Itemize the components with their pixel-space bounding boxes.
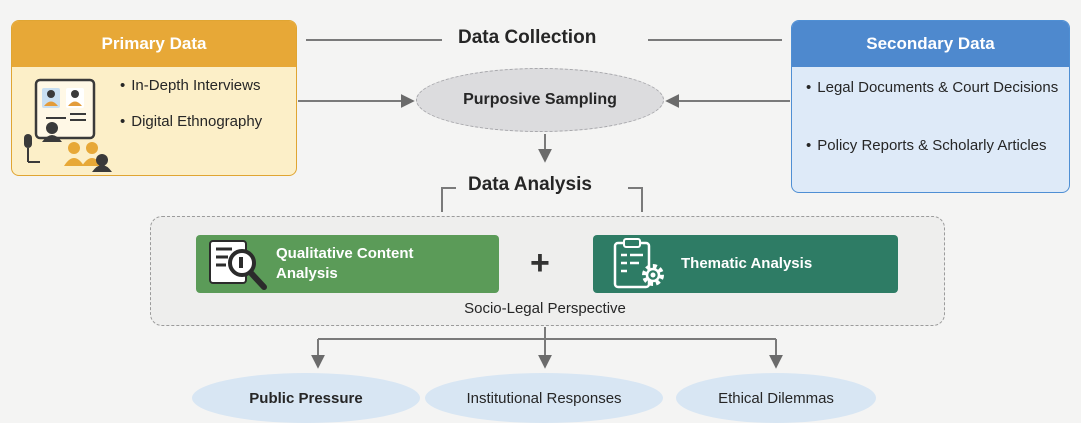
analysis-bracket-left xyxy=(441,187,456,212)
outcome-public-pressure: Public Pressure xyxy=(192,373,420,423)
secondary-item-legal-documents: Legal Documents & Court Decisions xyxy=(806,77,1069,98)
secondary-data-box: Secondary Data Legal Documents & Court D… xyxy=(791,20,1070,193)
thematic-analysis-box: Thematic Analysis xyxy=(593,235,898,293)
analysis-bracket-right xyxy=(628,187,643,212)
primary-data-box: Primary Data In-Depth Interviews Digital… xyxy=(11,20,297,176)
interview-people-icon xyxy=(24,78,112,172)
primary-data-header: Primary Data xyxy=(12,21,296,67)
outcome-ethical-dilemmas: Ethical Dilemmas xyxy=(676,373,876,423)
purposive-sampling-node: Purposive Sampling xyxy=(416,68,664,132)
primary-item-ethnography: Digital Ethnography xyxy=(120,113,262,130)
qualitative-content-analysis-box: Qualitative Content Analysis xyxy=(196,235,499,293)
qca-label-line2: Analysis xyxy=(276,265,338,282)
data-collection-title: Data Collection xyxy=(458,27,597,48)
qca-label-line1: Qualitative Content xyxy=(276,245,414,262)
socio-legal-perspective-label: Socio-Legal Perspective xyxy=(464,300,626,317)
primary-item-interviews: In-Depth Interviews xyxy=(120,77,260,94)
outcome-institutional-responses: Institutional Responses xyxy=(425,373,663,423)
thematic-analysis-label: Thematic Analysis xyxy=(681,255,813,272)
clipboard-gear-icon xyxy=(613,238,664,289)
document-magnifier-icon xyxy=(209,240,267,290)
plus-sign: + xyxy=(530,244,550,282)
secondary-data-header: Secondary Data xyxy=(792,21,1069,67)
secondary-item-policy-reports: Policy Reports & Scholarly Articles xyxy=(806,135,1069,156)
data-analysis-title: Data Analysis xyxy=(468,174,592,195)
